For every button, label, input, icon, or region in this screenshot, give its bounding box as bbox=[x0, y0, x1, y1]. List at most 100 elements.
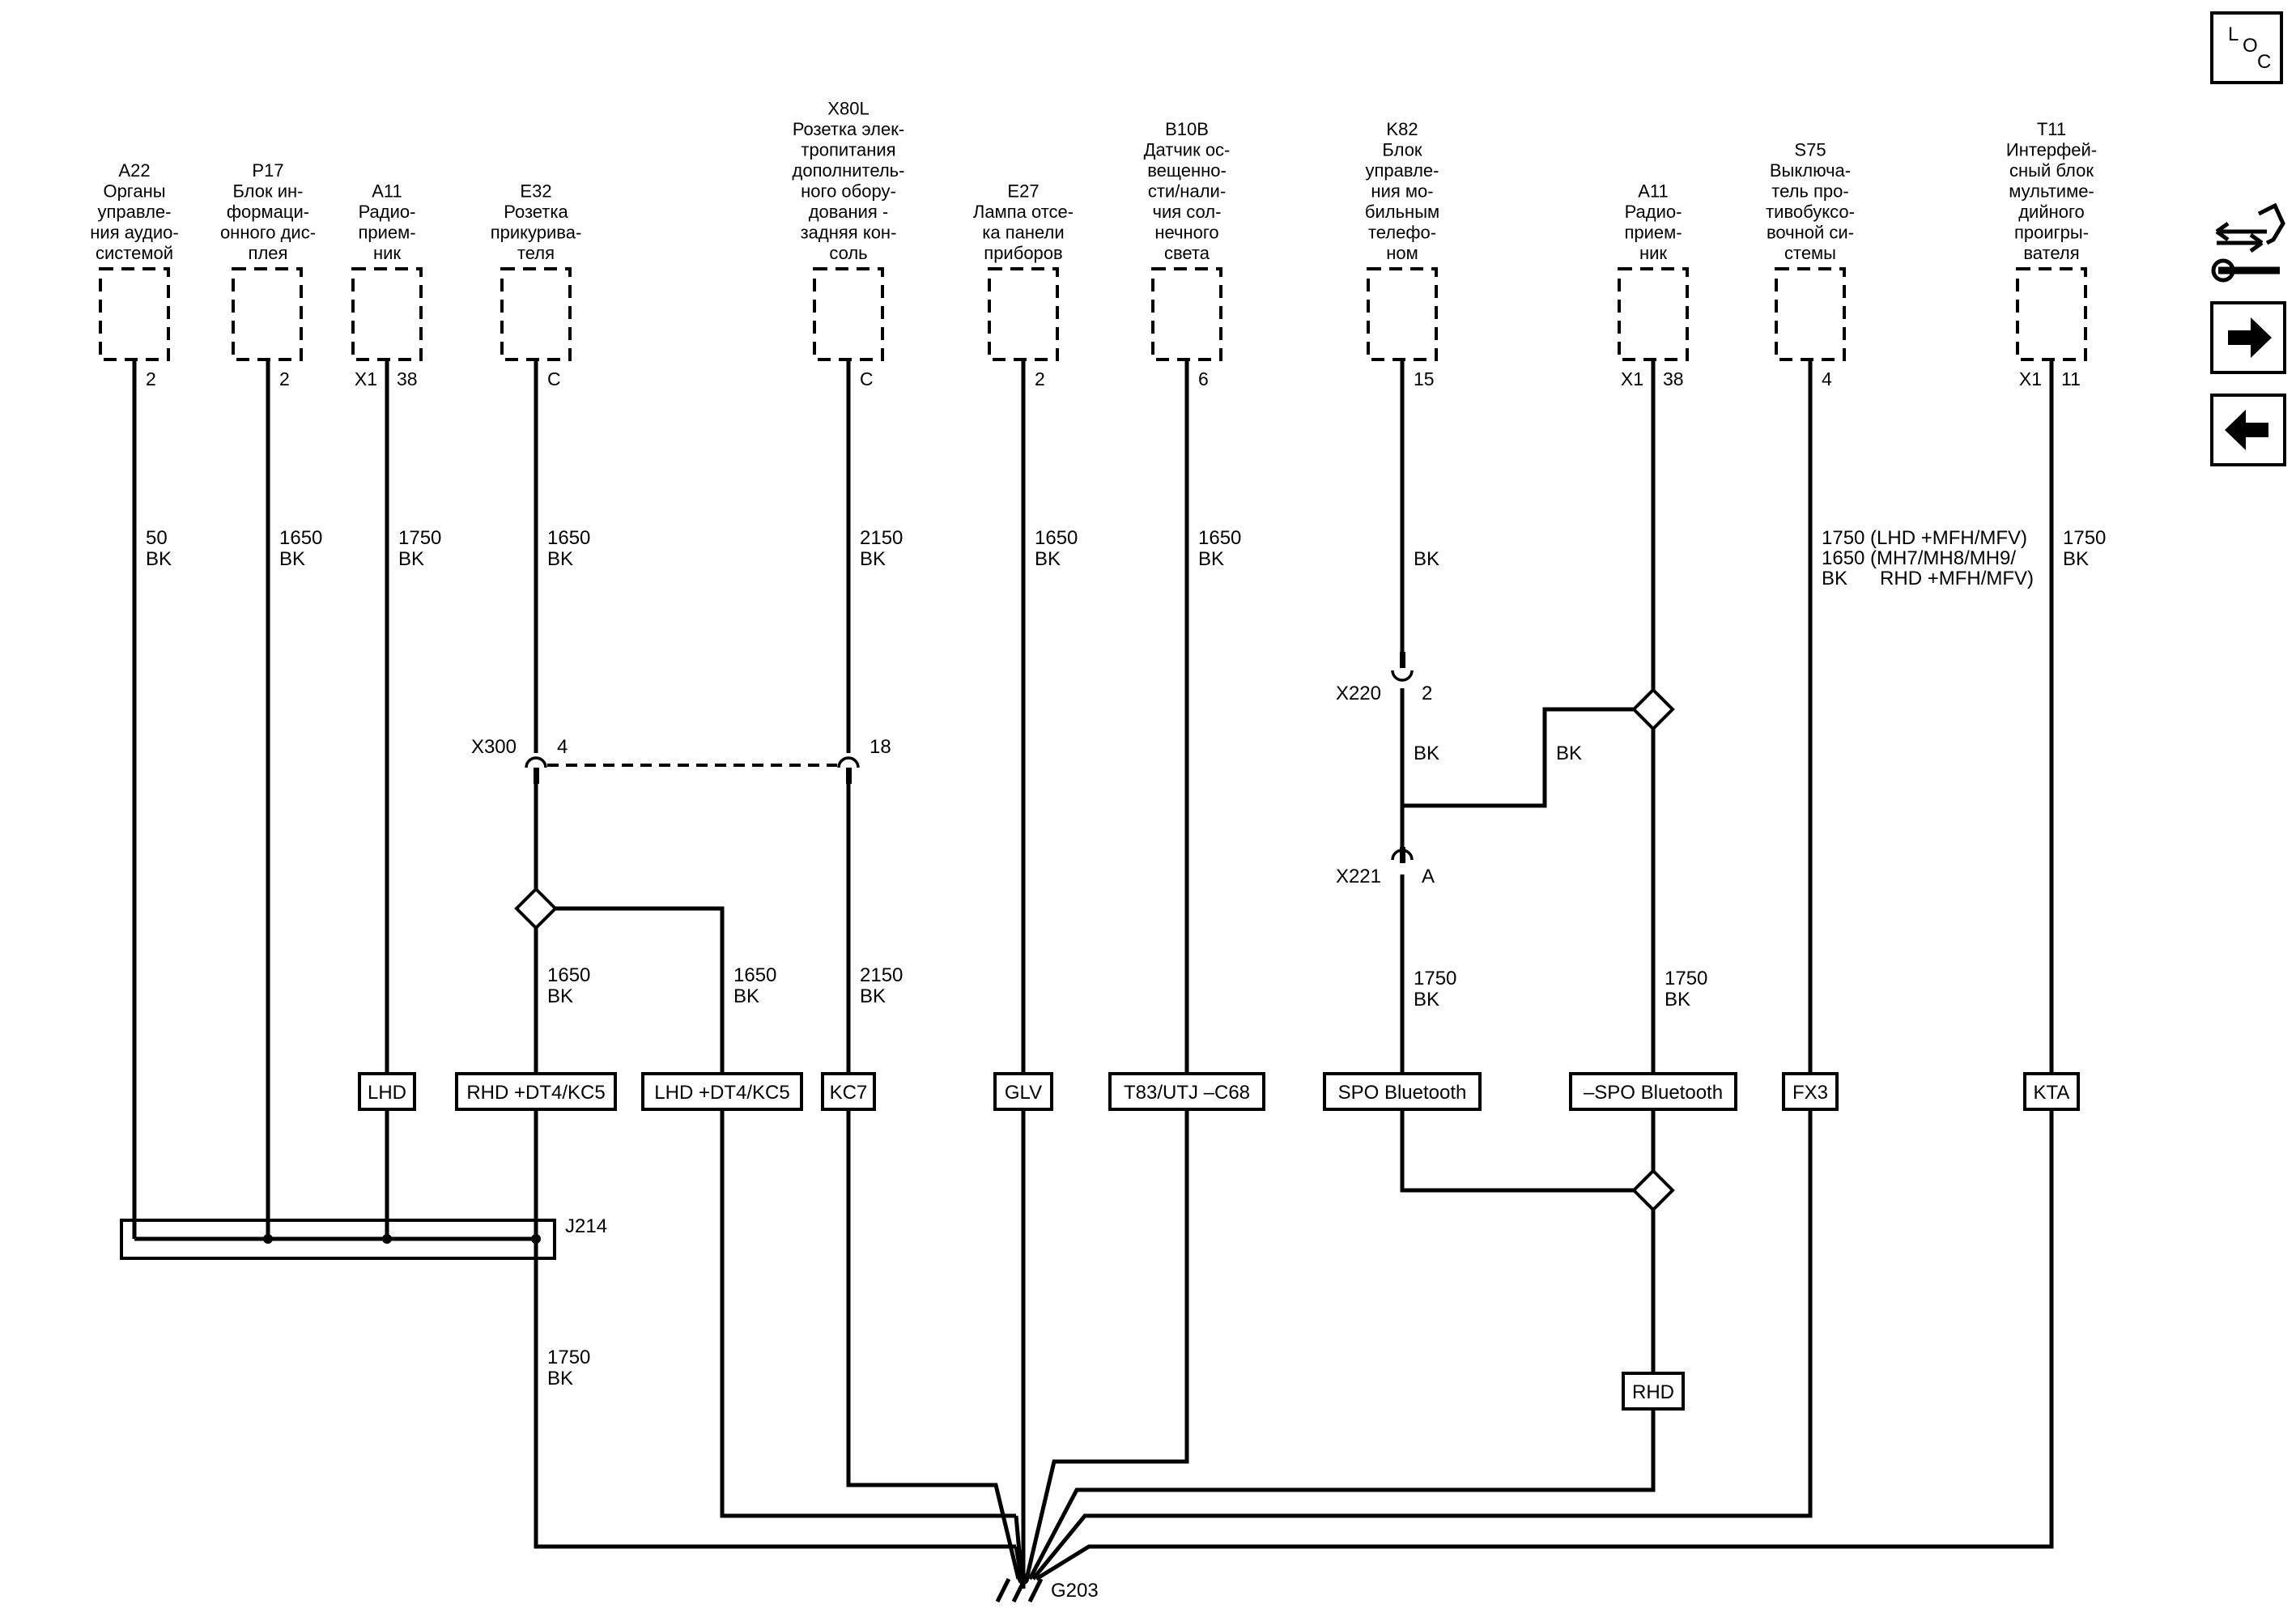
pin-number: 6 bbox=[1198, 368, 1209, 389]
component-label: стемы bbox=[1784, 243, 1836, 263]
box-s75 bbox=[1775, 267, 1846, 361]
option-label-glv: GLV bbox=[1005, 1082, 1042, 1104]
connector-label: X1 bbox=[2019, 368, 2042, 389]
diamond-a11-lower bbox=[1631, 1168, 1675, 1212]
component-label: E27 bbox=[1007, 181, 1039, 202]
component-label: ник bbox=[1639, 243, 1667, 263]
wire-size: 1750 bbox=[1414, 968, 1456, 989]
wire-t11 bbox=[1035, 360, 2054, 1581]
inline-connectors bbox=[525, 652, 1414, 863]
component-label: Блок bbox=[1382, 140, 1422, 160]
x300-connector-right bbox=[837, 756, 860, 784]
box-k82 bbox=[1367, 267, 1438, 361]
option-label-lhd: LHD bbox=[368, 1082, 406, 1104]
pin-number: 15 bbox=[1414, 368, 1435, 389]
component-label: проигры- bbox=[2014, 223, 2089, 243]
component-label: Органы bbox=[103, 181, 165, 202]
wire-size: 1750 bbox=[547, 1347, 590, 1368]
wire-color: BK bbox=[2063, 548, 2089, 570]
component-label: задняя кон- bbox=[801, 223, 897, 243]
x221-connector bbox=[1391, 847, 1414, 863]
component-label: ник bbox=[373, 243, 401, 263]
x300-pin-right: 18 bbox=[870, 736, 891, 758]
wire-a11b-bottom bbox=[1027, 1210, 1656, 1581]
wire-color: BK bbox=[1198, 548, 1224, 570]
component-label: S75 bbox=[1794, 140, 1826, 160]
j214-box bbox=[120, 1219, 556, 1260]
pin-number: 38 bbox=[397, 368, 418, 389]
component-label: тель про- bbox=[1771, 181, 1848, 202]
component-label: X80L bbox=[827, 99, 869, 119]
loc-button[interactable]: L O C bbox=[2210, 11, 2283, 84]
arrow-right-icon bbox=[2228, 317, 2272, 358]
wire-size: 1650 bbox=[279, 527, 322, 549]
wire-color: BK bbox=[1414, 548, 1439, 570]
component-label: B10B bbox=[1165, 119, 1209, 139]
component-label: E32 bbox=[520, 181, 551, 202]
g203-label: G203 bbox=[1051, 1580, 1099, 1602]
component-label: A11 bbox=[1638, 181, 1669, 202]
wire-color: BK bbox=[1035, 548, 1061, 570]
wire-color: BK bbox=[279, 548, 305, 570]
component-label: онного дис- bbox=[220, 223, 316, 243]
component-label: ка панели bbox=[982, 223, 1064, 243]
x300-label: X300 bbox=[471, 736, 517, 758]
wire-color: BK bbox=[860, 985, 886, 1007]
component-label: соль bbox=[829, 243, 867, 263]
wire-color: BK bbox=[398, 548, 424, 570]
loc-c: C bbox=[2257, 51, 2271, 73]
component-label: управле- bbox=[98, 202, 172, 222]
wire-color: BK bbox=[547, 548, 573, 570]
component-label: мультиме- bbox=[2009, 181, 2094, 202]
wire-size: 50 bbox=[146, 527, 168, 549]
prev-page-button[interactable] bbox=[2210, 394, 2286, 466]
j214-splice-pack bbox=[120, 1219, 556, 1260]
pin-number: 4 bbox=[1822, 368, 1832, 389]
component-label: формаци- bbox=[227, 202, 309, 222]
component-label: теля bbox=[517, 243, 555, 263]
arrow-left-icon bbox=[2225, 410, 2268, 450]
next-page-button[interactable] bbox=[2210, 301, 2286, 374]
component-label: системой bbox=[96, 243, 173, 263]
wrench-arrows-icon[interactable] bbox=[2211, 202, 2285, 283]
component-label: ния аудио- bbox=[90, 223, 178, 243]
box-x80l bbox=[813, 267, 884, 361]
wire-color: BK bbox=[860, 548, 886, 570]
option-box-kta bbox=[2023, 1072, 2080, 1111]
wire-s75 bbox=[1031, 360, 1813, 1581]
component-label: ного обору- bbox=[801, 181, 896, 202]
wire-size: 2150 bbox=[860, 964, 903, 986]
component-label: ния мо- bbox=[1371, 181, 1433, 202]
wire-j214-ground bbox=[534, 1239, 1016, 1549]
component-label: прикурива- bbox=[491, 223, 582, 243]
wire-color: BK bbox=[733, 985, 759, 1007]
component-label: P17 bbox=[252, 160, 283, 181]
component-label: Розетка bbox=[504, 202, 568, 222]
wire-color: BK bbox=[1414, 743, 1439, 764]
wire-size: 1750 bbox=[1665, 968, 1707, 989]
component-label: вещенно- bbox=[1147, 160, 1227, 181]
loc-o: O bbox=[2243, 35, 2258, 57]
component-label: плея bbox=[249, 243, 288, 263]
component-label: света bbox=[1164, 243, 1210, 263]
pin-number: 38 bbox=[1663, 368, 1684, 389]
component-label: Блок ин- bbox=[232, 181, 303, 202]
nav-panel: L O C bbox=[2210, 11, 2286, 466]
splice-diamonds bbox=[514, 687, 1675, 1212]
component-label: Розетка элек- bbox=[793, 119, 904, 139]
component-label: прием- bbox=[1624, 223, 1682, 243]
option-label-rhd_dt4: RHD +DT4/KC5 bbox=[466, 1082, 605, 1104]
component-label: чия сол- bbox=[1153, 202, 1222, 222]
wire-size: 1650 bbox=[547, 964, 590, 986]
box-b10b bbox=[1151, 267, 1222, 361]
connector-label: X1 bbox=[1621, 368, 1643, 389]
component-label: телефо- bbox=[1368, 223, 1436, 243]
component-label: управле- bbox=[1366, 160, 1439, 181]
text-labels: 50BK1650BK1750BK1650BK2150BK1650BK1650BK… bbox=[146, 527, 2106, 1602]
wire-color: BK bbox=[547, 1368, 573, 1389]
component-label: тивобуксо- bbox=[1766, 202, 1855, 222]
component-label: Выключа- bbox=[1770, 160, 1851, 181]
option-box-lhd_dt4 bbox=[641, 1072, 803, 1111]
component-label: вателя bbox=[2023, 243, 2079, 263]
